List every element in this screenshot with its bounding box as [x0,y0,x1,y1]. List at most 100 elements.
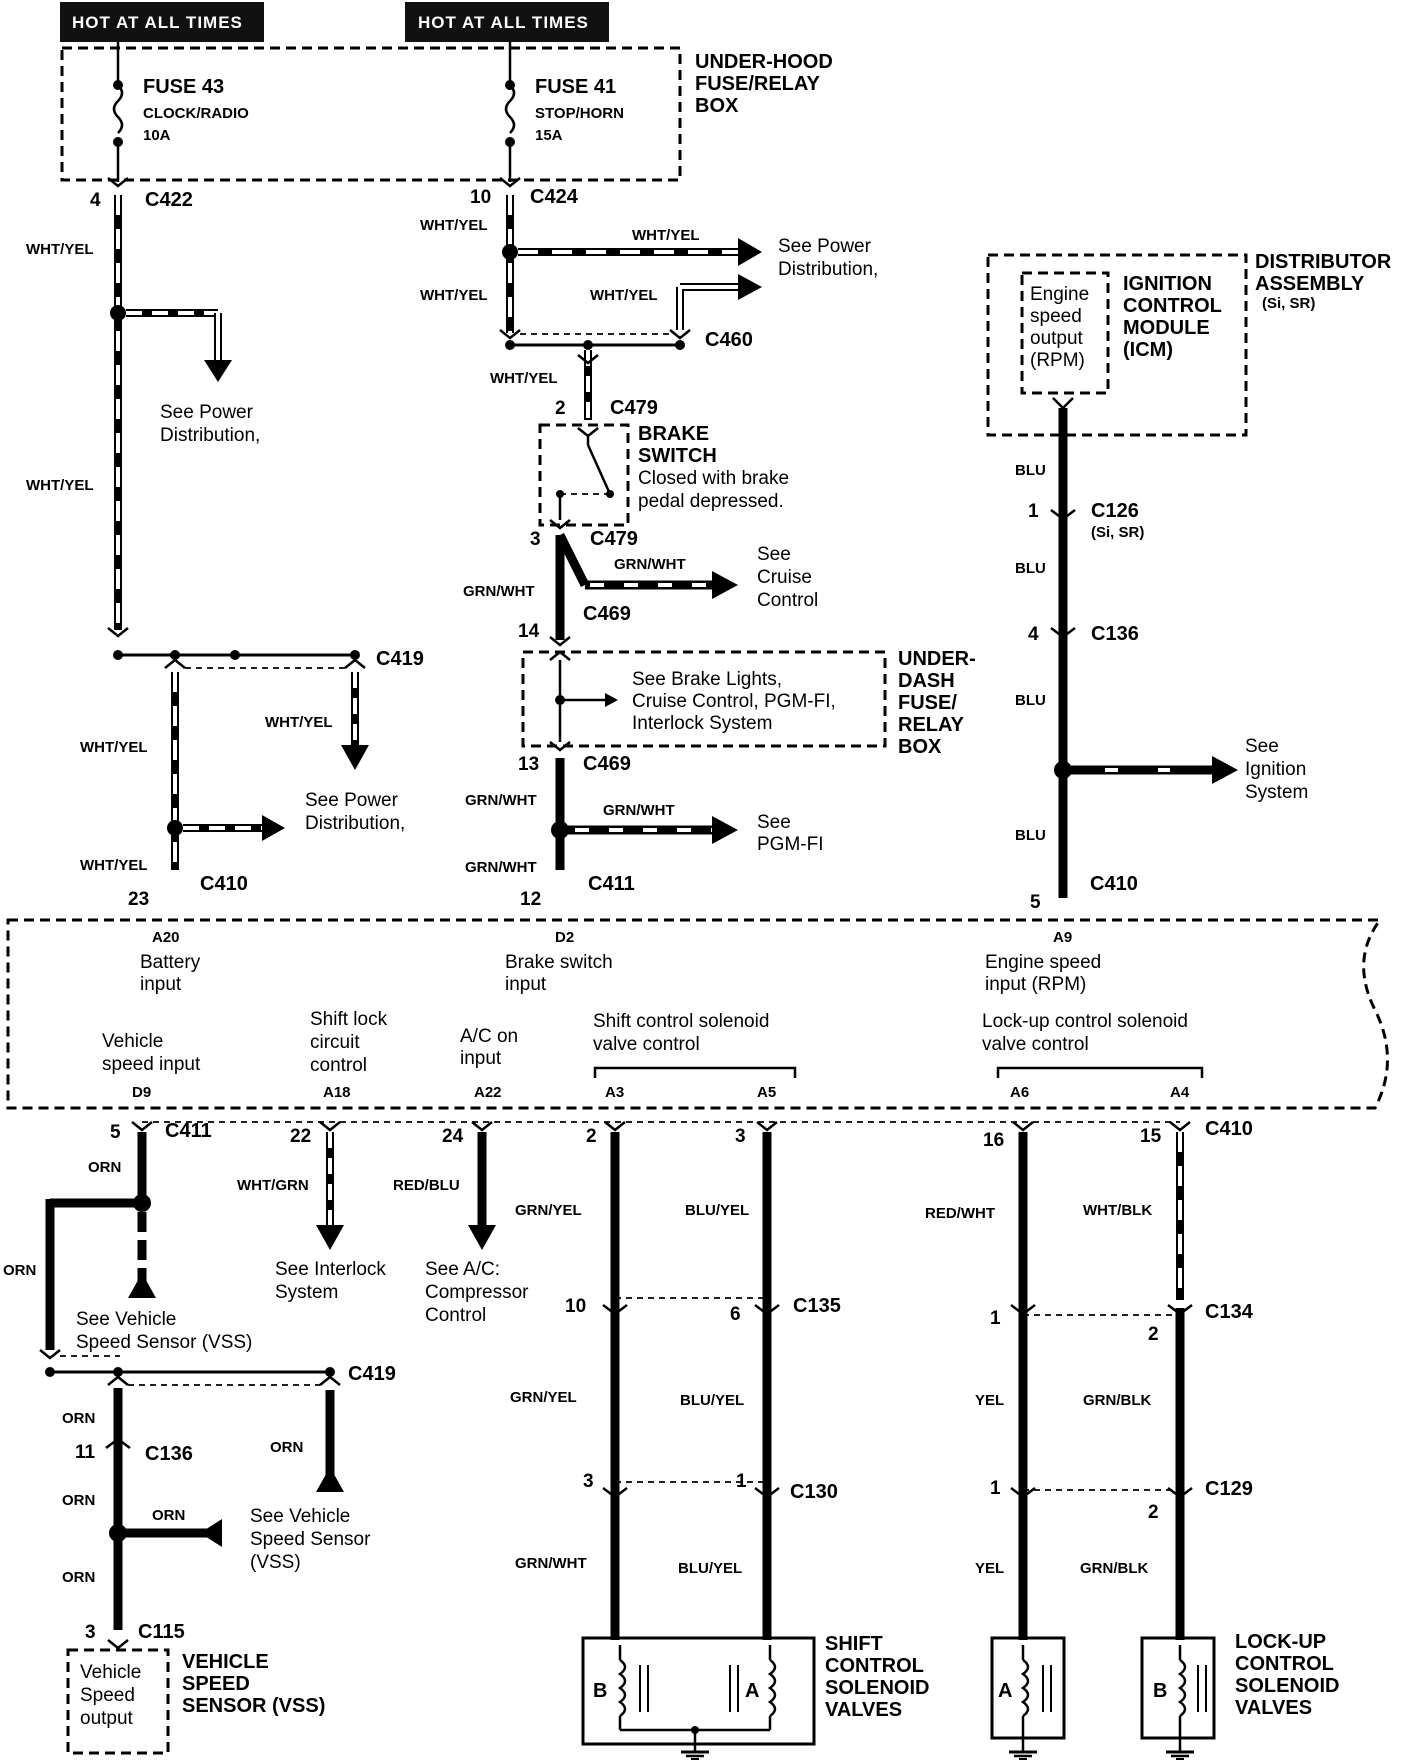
pcm-pin-a6: A6 [1010,1084,1029,1101]
underdash-title-4: RELAY [898,714,965,736]
underdash-title-1: UNDER- [898,648,976,670]
wire-label-w6: WHT/YEL [420,217,488,234]
pcm-pin-a22: A22 [474,1084,502,1101]
wire-label-w3: WHT/YEL [80,739,148,756]
underhood-fuse-box [60,46,682,182]
brake-switch-note-2: pedal depressed. [638,491,784,512]
pin-2-c479: 2 [555,398,566,419]
pcm-brake-2: input [505,974,547,995]
underdash-title-2: DASH [898,670,955,692]
connector-c469-top: C469 [583,603,631,625]
ref-cruise-line3: Control [757,590,818,611]
connector-c130: C130 [790,1481,838,1503]
pcm-vehicle-2: speed input [102,1054,201,1075]
pcm-vehicle-1: Vehicle [102,1031,163,1052]
ref-ignition-line2: Ignition [1245,759,1306,780]
underdash-note-3: Interlock System [632,713,772,734]
fuse41-rating: 15A [535,127,563,144]
vss-title-1: VEHICLE [182,1651,269,1673]
wire-label-rb: RED/BLU [393,1177,460,1194]
pin-12-c411: 12 [520,889,541,910]
wire-label-g2: GRN/WHT [463,583,535,600]
pin-3-c130: 3 [583,1471,594,1492]
wire-label-y1: YEL [975,1392,1004,1409]
shift-solenoid-box [581,1636,816,1746]
wire-label-g5: GRN/WHT [465,859,537,876]
branch-power-dist-c460 [676,274,762,330]
pin-11-c136: 11 [75,1442,96,1463]
lockup-valve-b-label: B [1153,1680,1167,1702]
lockup-valves-title-2: CONTROL [1235,1653,1334,1675]
pin-2-c410: 2 [586,1126,597,1147]
connector-c115: C115 [138,1621,185,1643]
wht-yel-to-brake [577,350,599,420]
branch-ignition [1071,756,1238,784]
ref-power1-line2: Distribution, [160,425,260,446]
pcm-pin-a9: A9 [1053,929,1072,946]
lockup-solenoid-a-box [990,1636,1066,1740]
branch-power-dist-top [518,238,762,266]
pin-14-c469: 14 [518,621,540,642]
pcm-pin-d9: D9 [132,1084,151,1101]
connector-c479-bottom: C479 [590,528,638,550]
connector-c460: C460 [705,329,753,351]
pin-3-c479: 3 [530,529,541,550]
fuse-43 [112,42,124,182]
vss-output-2: Speed [80,1685,135,1706]
wire-label-b3: BLU [1015,692,1046,709]
pin-13-c469: 13 [518,754,539,775]
pin-5-c410: 5 [1030,892,1041,913]
wire-label-b1: BLU [1015,462,1046,479]
ref-power1-line1: See Power [160,402,254,423]
ref-vss2-line1: See Vehicle [250,1506,350,1527]
underhood-title-1: UNDER-HOOD [695,51,833,73]
pin-1-c134: 1 [990,1308,1001,1329]
shift-valves-title-4: VALVES [825,1699,902,1721]
wire-label-g3: GRN/WHT [603,802,675,819]
ground-shift [681,1730,709,1760]
wire-label-o7: ORN [62,1569,95,1586]
lockup-valves-title-4: VALVES [1235,1697,1312,1719]
wht-grn-wire [316,1132,344,1250]
wire-label-wg: WHT/GRN [237,1177,309,1194]
pin-16-c410: 16 [983,1130,1004,1151]
connector-c410-b: C410 [1090,873,1138,895]
connector-c135: C135 [793,1295,841,1317]
ref-cruise-line2: Cruise [757,567,812,588]
pcm-engine-2: input (RPM) [985,974,1086,995]
pcm-shiftlock-2: circuit [310,1032,360,1053]
pin-1-c129: 1 [990,1478,1001,1499]
brake-switch-title-2: SWITCH [638,445,717,467]
wire-label-o1: ORN [88,1159,121,1176]
branch-power-dist-1 [126,309,232,382]
lockup-solenoid-a-coil [1020,1645,1052,1738]
pin-3-c410: 3 [735,1126,746,1147]
ref-ac-line3: Control [425,1305,486,1326]
fuse43-circuit: CLOCK/RADIO [143,105,249,122]
pcm-pin-a18: A18 [323,1084,351,1101]
vss-output-1: Vehicle [80,1662,141,1683]
brake-switch-contacts [549,427,614,530]
ref-cruise-line1: See [757,544,791,565]
svg-text:HOT AT ALL TIMES: HOT AT ALL TIMES [72,13,243,32]
wire-label-w5: WHT/YEL [265,714,333,731]
wire-label-g1: GRN/WHT [614,556,686,573]
pcm-shift-2: valve control [593,1034,700,1055]
wire-label-gb1: GRN/BLK [1083,1392,1151,1409]
icm-output-2: speed [1030,306,1082,327]
connector-c411-a: C411 [588,873,635,895]
wire-label-wb: WHT/BLK [1083,1202,1152,1219]
connector-c424: C424 [530,186,579,208]
distributor-title-1: DISTRIBUTOR [1255,251,1392,273]
connector-c126: C126 [1091,500,1139,522]
ref-power2-line1: See Power [778,236,872,257]
pcm-shift-1: Shift control solenoid [593,1011,769,1032]
pin-23-c410: 23 [128,889,149,910]
underhood-title-3: BOX [695,95,739,117]
branch-pgmfi [568,816,738,844]
fuse-41 [504,42,516,182]
fuse43-rating: 10A [143,127,171,144]
wire-label-by2: BLU/YEL [680,1392,744,1409]
ref-vss2-line3: (VSS) [250,1552,301,1573]
